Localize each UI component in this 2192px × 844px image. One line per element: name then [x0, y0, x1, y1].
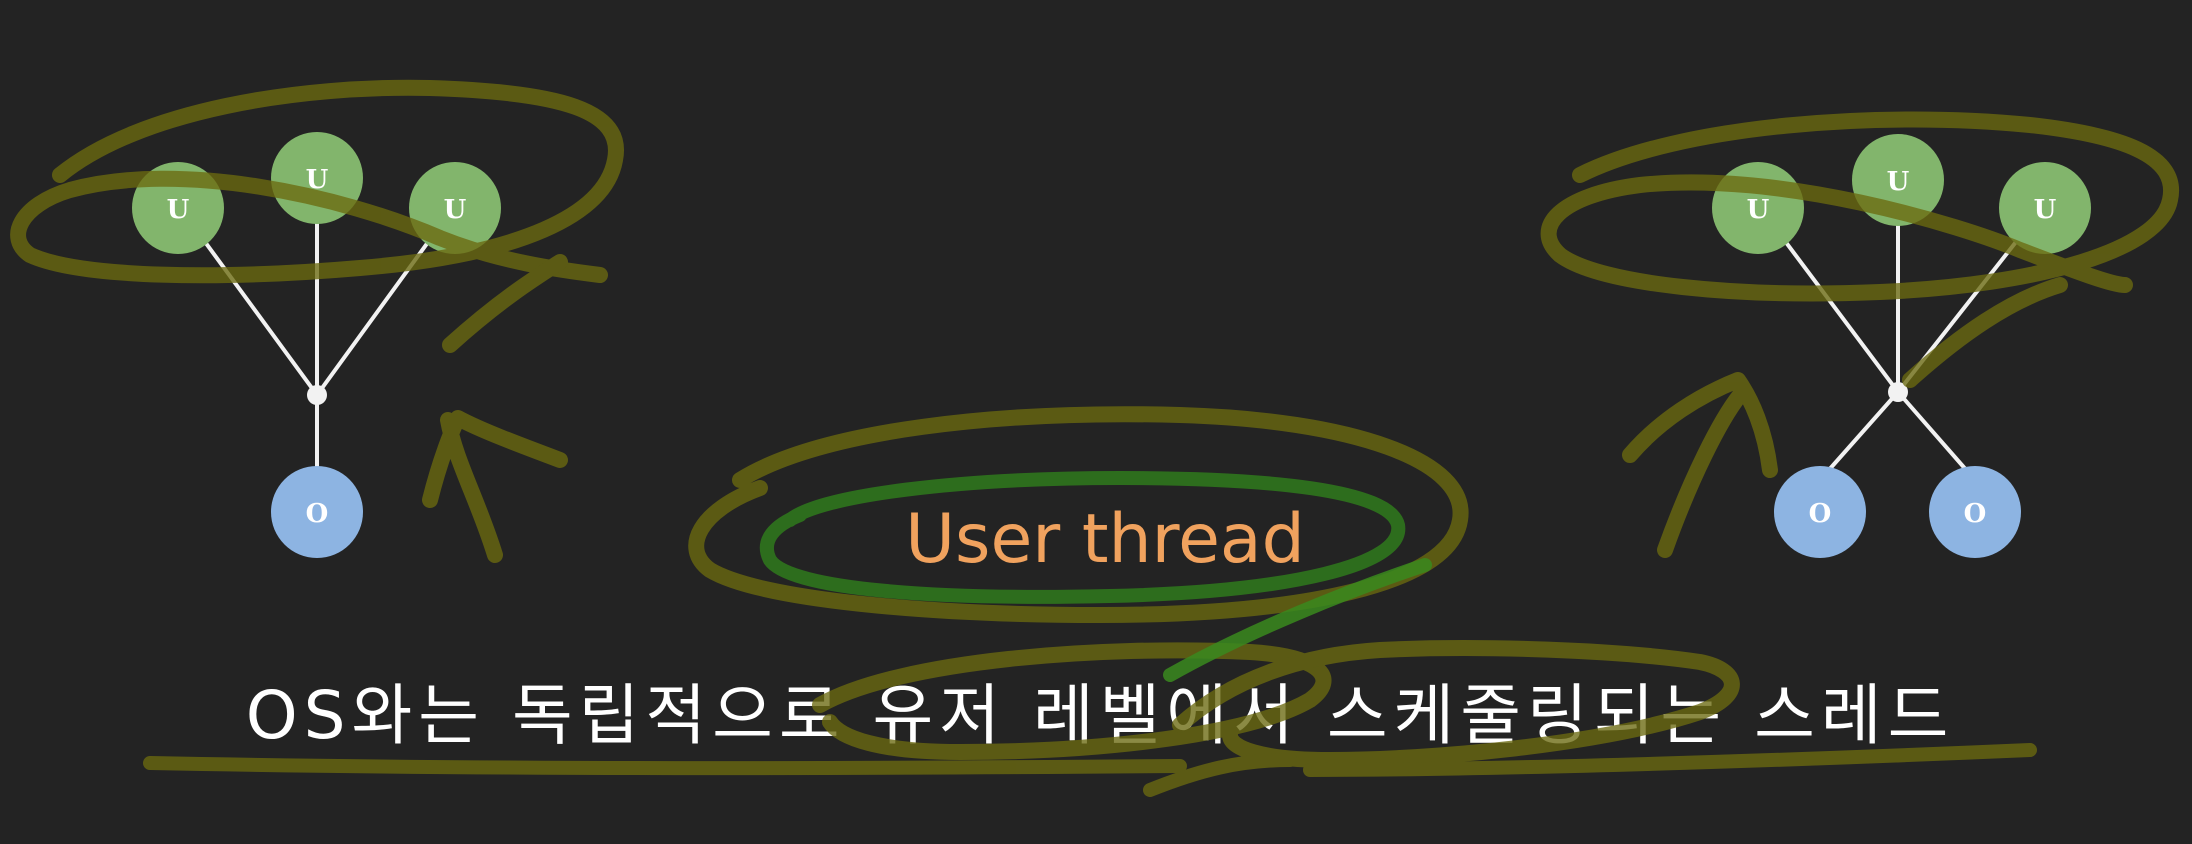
os-node-label: O [1964, 499, 1987, 529]
junction-dot [307, 385, 327, 405]
highlight-arrow [1163, 558, 1432, 682]
os-node-label: O [306, 499, 329, 529]
highlight-loop [1540, 111, 2180, 302]
user-node-label: U [1887, 167, 1910, 197]
highlight-underline [143, 756, 1187, 776]
user-node-label: U [1747, 195, 1770, 225]
highlight-squiggle [812, 642, 1332, 760]
os-node: O [271, 466, 363, 558]
user-node-label: U [444, 195, 467, 225]
highlight-arrow [1902, 277, 2068, 388]
slide-title: User thread [905, 500, 1305, 579]
highlight-underline [1143, 753, 1297, 797]
highlight-squiggle [1172, 640, 1740, 768]
highlight-loop [759, 471, 1406, 604]
user-node-label: U [167, 195, 190, 225]
edge [1896, 390, 1977, 482]
user-node: U [1999, 162, 2091, 254]
os-node-label: O [1809, 499, 1832, 529]
highlight-arrow [422, 410, 568, 563]
os-node: O [1774, 466, 1866, 558]
user-node-label: U [2034, 195, 2057, 225]
highlight-arrow [442, 254, 568, 353]
os-node: O [1929, 466, 2021, 558]
highlight-underline [1303, 743, 2037, 777]
junction-dot [1888, 382, 1908, 402]
highlight-loop [10, 79, 624, 284]
highlight-arrow [1622, 372, 1778, 558]
green-highlight [759, 471, 1432, 682]
user-node-label: U [306, 165, 329, 195]
edge [1818, 390, 1900, 482]
